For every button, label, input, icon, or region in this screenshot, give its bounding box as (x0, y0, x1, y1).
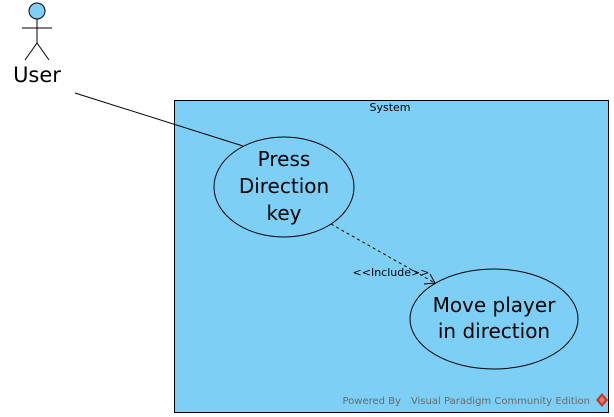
use-case-press-direction-key[interactable]: Press Direction key (213, 136, 355, 238)
actor-user[interactable]: User (13, 2, 61, 87)
use-case-label-line-2: Direction (239, 174, 329, 198)
use-case-label-line-1: Press (258, 147, 311, 171)
actor-right-leg (36, 42, 50, 61)
association-line[interactable] (74, 92, 244, 147)
system-boundary-title: System (369, 101, 410, 114)
include-dashed-line (330, 223, 436, 284)
include-stereotype-label: <<Include>> (353, 266, 430, 279)
use-case-ellipse (409, 268, 579, 370)
use-case-ellipse (213, 136, 355, 238)
use-case-label-line-2: in direction (438, 319, 550, 343)
use-case-label-line-3: key (266, 201, 301, 225)
use-case-label-line-1: Move player (433, 293, 557, 317)
actor-head (28, 2, 46, 20)
watermark: Powered By Visual Paradigm Community Edi… (343, 393, 608, 407)
system-boundary[interactable] (174, 100, 609, 413)
visual-paradigm-logo-icon (596, 393, 608, 407)
watermark-text: Powered By Visual Paradigm Community Edi… (343, 396, 591, 407)
use-case-move-player[interactable]: Move player in direction (409, 268, 579, 370)
actor-left-leg (24, 42, 38, 61)
actor-label: User (13, 63, 61, 87)
